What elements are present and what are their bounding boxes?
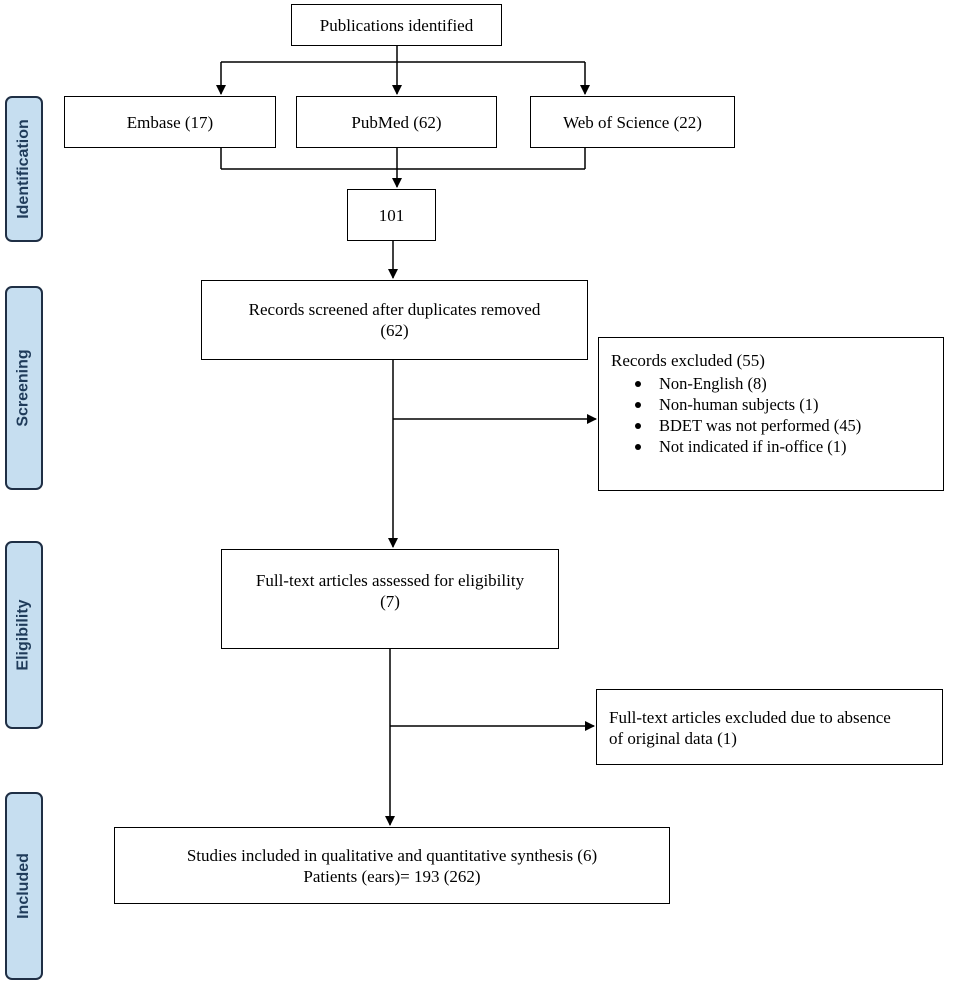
box-fulltext-assessed: Full-text articles assessed for eligibil… xyxy=(221,549,559,649)
stage-included: Included xyxy=(5,792,43,980)
box-total-records: 101 xyxy=(347,189,436,241)
publications-identified-text: Publications identified xyxy=(319,15,474,35)
stage-identification: Identification xyxy=(5,96,43,242)
exclusion-reason: Not indicated if in-office (1) xyxy=(634,436,861,457)
stage-screening: Screening xyxy=(5,286,43,490)
stage-included-label: Included xyxy=(15,853,32,919)
web-of-science-text: Web of Science (22) xyxy=(563,112,702,132)
exclusion-reason: Non-English (8) xyxy=(634,373,861,394)
stage-screening-label: Screening xyxy=(15,349,33,427)
box-pubmed: PubMed (62) xyxy=(296,96,497,148)
box-fulltext-excluded: Full-text articles excluded due to absen… xyxy=(596,689,943,765)
box-publications-identified: Publications identified xyxy=(291,4,502,46)
records-excluded-title: Records excluded (55) xyxy=(611,351,765,370)
stage-eligibility-label: Eligibility xyxy=(15,599,32,671)
box-records-screened: Records screened after duplicates remove… xyxy=(201,280,588,360)
box-embase: Embase (17) xyxy=(64,96,276,148)
exclusion-reason: Non-human subjects (1) xyxy=(634,394,861,415)
fulltext-assessed-count: (7) xyxy=(380,592,400,611)
box-records-excluded: Records excluded (55) Non-English (8) No… xyxy=(598,337,944,491)
patients-ears-text: Patients (ears)= 193 (262) xyxy=(303,866,481,886)
studies-included-text: Studies included in qualitative and quan… xyxy=(186,845,598,865)
exclusion-reason: BDET was not performed (45) xyxy=(634,416,862,435)
stage-identification-label: Identification xyxy=(15,119,32,219)
fulltext-assessed-text: Full-text articles assessed for eligibil… xyxy=(255,571,525,590)
embase-text: Embase (17) xyxy=(126,112,214,132)
fulltext-excluded-reason: of original data (1) xyxy=(609,729,737,748)
box-studies-included: Studies included in qualitative and quan… xyxy=(114,827,670,904)
stage-eligibility: Eligibility xyxy=(5,541,43,729)
fulltext-excluded-text: Full-text articles excluded due to absen… xyxy=(609,708,891,727)
box-web-of-science: Web of Science (22) xyxy=(530,96,735,148)
exclusion-reasons-list: Non-English (8) Non-human subjects (1) B… xyxy=(611,373,861,457)
total-records-text: 101 xyxy=(378,205,405,225)
pubmed-text: PubMed (62) xyxy=(351,112,442,132)
records-screened-count: (62) xyxy=(380,321,409,340)
records-screened-text: Records screened after duplicates remove… xyxy=(248,300,541,319)
